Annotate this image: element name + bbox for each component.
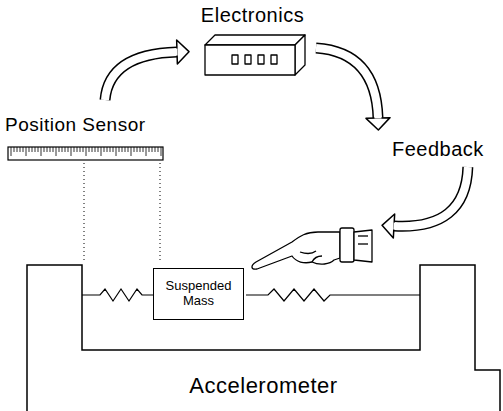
- pointing-hand: [252, 228, 372, 269]
- ruler-scale: [8, 147, 163, 160]
- accelerometer-housing: Accelerometer Suspended Mass: [23, 265, 503, 411]
- electronics-box: [205, 35, 305, 75]
- electronics-unit: Electronics: [191, 0, 314, 78]
- feedback-loop-arrow: [105, 40, 189, 100]
- node-label: Suspended Mass: [154, 277, 243, 311]
- spring: [82, 289, 160, 301]
- sensor-line: [160, 163, 161, 262]
- ruler-ticks: [11, 147, 161, 156]
- node-label: Accelerometer: [23, 373, 503, 399]
- node-label: Position Sensor: [5, 114, 146, 136]
- suspended-mass: Suspended Mass: [153, 268, 244, 320]
- edge-label: Feedback: [390, 138, 486, 161]
- node-label: Electronics: [191, 4, 314, 27]
- sensor-line: [84, 163, 85, 262]
- spring: [246, 289, 420, 301]
- position-sensor: Position Sensor: [5, 100, 165, 145]
